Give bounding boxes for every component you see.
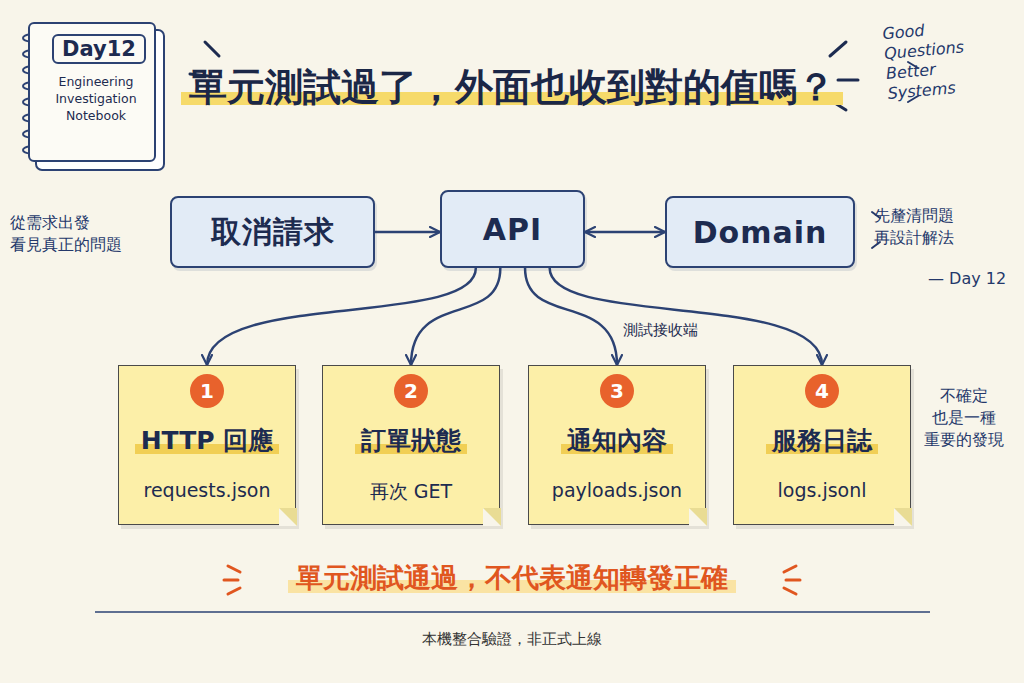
note-heading: 訂單狀態 [355,424,467,457]
box-label: Domain [693,215,828,250]
sticky-note: 通知內容 payloads.json 3 [528,365,706,525]
callout-digit: 3 [610,381,624,401]
accent-stroke [784,566,796,572]
connector-arrow [525,268,617,365]
accent-stroke [205,42,219,56]
callout-number: 1 [190,374,224,408]
callout-digit: 2 [404,381,418,401]
note-heading: HTTP 回應 [135,424,280,457]
caption: 本機整合驗證，非正式上線 [422,630,602,649]
title: 單元測試過了，外面也收到對的值嗎？ [181,65,843,109]
title-wrap: 單元測試過了，外面也收到對的值嗎？ [181,62,843,113]
note-detail: payloads.json [552,479,682,501]
note-heading: 通知內容 [561,424,673,457]
divider-line [95,611,930,613]
callout-digit: 4 [815,381,829,401]
connector-arrow [207,268,476,365]
notebook-day: Day12 [52,34,146,64]
process-box: Domain [665,196,855,268]
sticky-note: 訂單狀態再次 GET 2 [322,365,500,525]
side-note: 不確定 也是一種 重要的發現 [912,385,1016,451]
signature-note: — Day 12 [928,268,1018,290]
note-detail: logs.jsonl [777,479,866,501]
note-detail: 再次 GET [370,479,452,505]
accent-stroke [228,566,240,572]
sticky-note: 服務日誌 logs.jsonl 4 [733,365,911,525]
connector-arrow [411,268,500,365]
box-label: API [483,212,542,247]
side-note: 先釐清問題 再設計解法 [874,205,1014,249]
accent-stroke [784,588,796,594]
callout-number: 3 [600,374,634,408]
box-label: 取消請求 [211,212,335,253]
connector-arrow [585,231,665,234]
process-box: API [440,190,585,268]
note-detail: requests.json [143,479,270,501]
sticky-note: HTTP 回應 requests.json 1 [118,365,296,525]
side-note: 從需求出發 看見真正的問題 [10,212,160,256]
notebook-cover: Day12Engineering Investigation Notebook [28,22,156,162]
connector-arrow [550,268,822,365]
callout-digit: 1 [200,381,214,401]
accent-stroke [228,588,240,594]
notebook-subtitle: Engineering Investigation Notebook [46,73,146,124]
accent-stroke [224,579,238,582]
accent-stroke [830,42,846,56]
connector-arrow [375,231,440,234]
key-message: 單元測試通過，不代表通知轉發正確 [288,560,736,596]
process-box: 取消請求 [170,196,375,268]
accent-stroke [786,579,800,582]
callout-number: 4 [805,374,839,408]
callout-number: 2 [394,374,428,408]
note-heading: 服務日誌 [766,424,878,457]
edge-label: 測試接收端 [623,321,698,340]
motto-note: Good Questions Better Systems [882,16,984,104]
